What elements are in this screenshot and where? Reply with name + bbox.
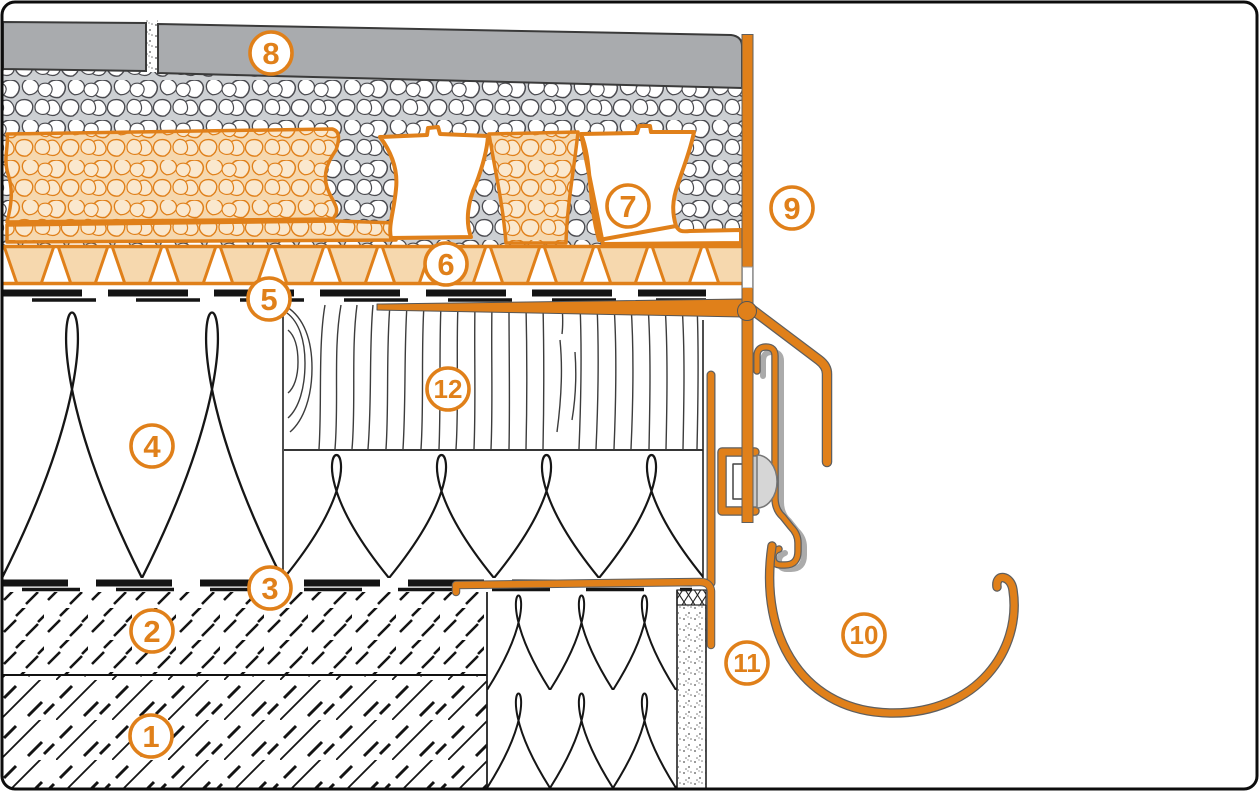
callout-6: 6 (423, 241, 469, 287)
roof-covering-slabs (3, 20, 743, 90)
callout-circle (247, 565, 293, 611)
callout-number: 5 (260, 282, 277, 317)
callout-10: 10 (841, 612, 887, 658)
fascia-joint (742, 266, 753, 289)
batten-strip (3, 244, 742, 286)
callout-11: 11 (724, 640, 770, 686)
fascia-board-lower (742, 288, 753, 522)
callout-circle (129, 608, 175, 654)
callout-5: 5 (246, 276, 292, 322)
callout-number: 11 (733, 648, 761, 678)
screw-head (756, 454, 778, 509)
callout-number: 7 (619, 189, 636, 224)
callout-4: 4 (129, 423, 175, 469)
highlighted-insulation-board (4, 127, 580, 245)
wall-loop-insulation (487, 590, 678, 788)
callout-circle (129, 423, 175, 469)
callout-number: 6 (437, 247, 454, 282)
eaves-apron (746, 304, 831, 466)
wood-beam (284, 302, 704, 578)
callout-2: 2 (129, 608, 175, 654)
metal-flashing-group (376, 34, 1019, 718)
callout-number: 4 (143, 429, 161, 464)
callout-circle (246, 276, 292, 322)
callout-number: 10 (850, 620, 879, 650)
fascia-board-upper (742, 35, 753, 267)
membrane-dashes-upper (3, 289, 706, 302)
callout-circle (425, 366, 471, 412)
callout-circle (605, 183, 651, 229)
callout-circle (248, 30, 294, 76)
callout-number: 2 (143, 614, 160, 649)
callout-number: 12 (434, 374, 463, 404)
callout-circle (769, 185, 815, 231)
callout-circle (841, 612, 887, 658)
callout-number: 3 (261, 571, 278, 606)
callout-9: 9 (769, 185, 815, 231)
callout-number: 9 (783, 191, 800, 226)
gutter (766, 542, 1018, 717)
callout-12: 12 (425, 366, 471, 412)
callout-circle (724, 640, 770, 686)
callout-circle (128, 713, 174, 759)
callout-8: 8 (248, 30, 294, 76)
callout-1: 1 (128, 713, 174, 759)
callout-circle (423, 241, 469, 287)
callout-number: 8 (262, 36, 279, 71)
flashing-junction (737, 301, 757, 321)
callout-7: 7 (605, 183, 651, 229)
wall-render (676, 589, 707, 788)
loop-insulation-middle (284, 450, 703, 578)
wall-flange-drip (452, 578, 715, 649)
screw-channel (718, 448, 759, 515)
callout-3: 3 (247, 565, 293, 611)
callout-number: 1 (142, 719, 159, 754)
ceiling-layers (3, 592, 488, 788)
